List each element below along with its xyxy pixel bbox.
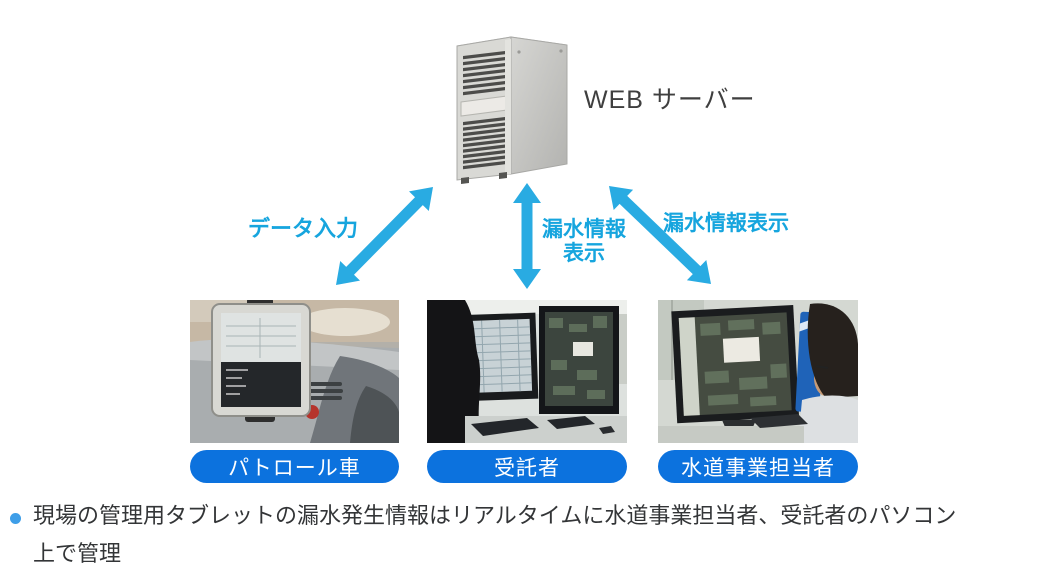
note: 現場の管理用タブレットの漏水発生情報はリアルタイムに水道事業担当者、受託者のパソ… xyxy=(10,497,956,573)
label-pill-water-utility: 水道事業担当者 xyxy=(658,450,858,483)
arrow-label-data-input: データ入力 xyxy=(248,216,359,241)
arrow-label-line-1: 漏水情報 xyxy=(542,218,626,241)
label-pill-contractor: 受託者 xyxy=(427,450,627,483)
note-text: 現場の管理用タブレットの漏水発生情報はリアルタイムに水道事業担当者、受託者のパソ… xyxy=(33,497,956,573)
arrow-label-line-2: 表示 xyxy=(563,242,605,265)
arrow-label-leak-info-right: 漏水情報表示 xyxy=(663,212,789,235)
arrow-leak-info-display-center xyxy=(513,183,541,289)
patrol-car-tablet-photo xyxy=(190,300,399,443)
staff-head xyxy=(807,303,858,398)
operator-silhouette xyxy=(427,300,481,443)
note-line-2: 上で管理 xyxy=(33,541,122,566)
utility-staff-photo xyxy=(658,300,858,443)
label-pill-patrol-car: パトロール車 xyxy=(190,450,399,483)
map-note xyxy=(573,342,593,356)
map-monitor xyxy=(671,305,800,424)
node-contractor: 受託者 xyxy=(427,300,627,483)
map-note xyxy=(722,336,761,363)
right-monitor xyxy=(539,306,619,414)
contractor-office-photo xyxy=(427,300,627,443)
arrow-label-leak-info-center: 漏水情報 表示 xyxy=(538,218,630,266)
node-patrol-car: パトロール車 xyxy=(190,300,399,483)
node-water-utility-staff: 水道事業担当者 xyxy=(658,300,858,483)
server-label: WEB サーバー xyxy=(584,86,756,114)
staff-shoulder xyxy=(798,395,858,443)
bullet-icon xyxy=(10,513,21,524)
note-line-1: 現場の管理用タブレットの漏水発生情報はリアルタイムに水道事業担当者、受託者のパソ… xyxy=(33,503,957,528)
web-server-icon xyxy=(456,36,568,184)
